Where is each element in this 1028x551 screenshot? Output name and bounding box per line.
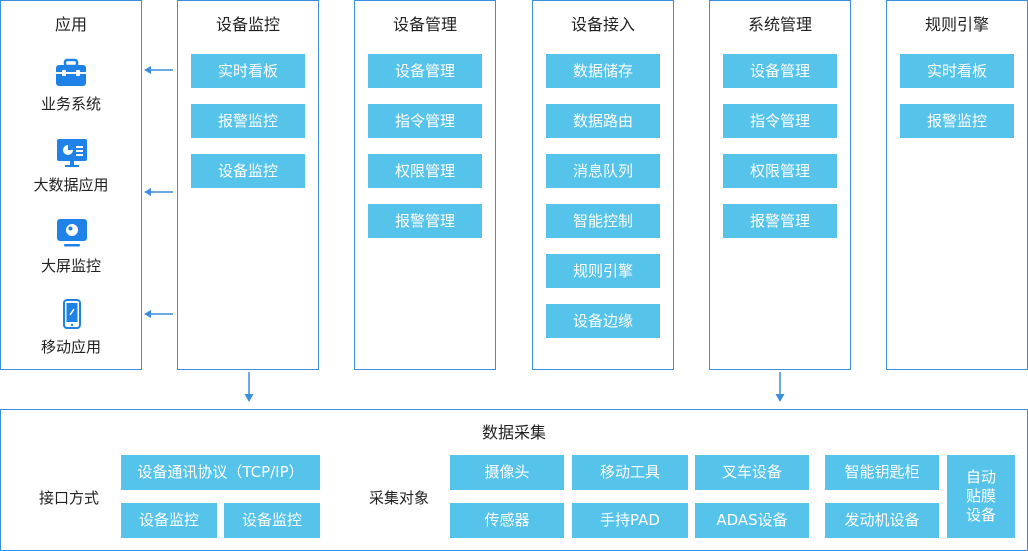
data-storage-button[interactable]: 数据储存 xyxy=(546,54,660,88)
realtime-dashboard-button[interactable]: 实时看板 xyxy=(191,54,305,88)
app-label-bigscreen[interactable]: 大屏监控 xyxy=(40,257,101,275)
data-collection-title: 数据采集 xyxy=(481,423,546,442)
device-management-button[interactable]: 设备管理 xyxy=(368,54,482,88)
arrow-down-2 xyxy=(775,372,785,402)
app-label-business[interactable]: 业务系统 xyxy=(40,95,101,113)
alarm-monitor-button[interactable]: 报警监控 xyxy=(191,104,305,138)
interface-device-monitor-button-1[interactable]: 设备监控 xyxy=(121,503,217,538)
smart-control-button[interactable]: 智能控制 xyxy=(546,204,660,238)
apps-title: 应用 xyxy=(54,15,87,34)
presentation-chart-icon xyxy=(56,138,88,172)
interface-device-monitor-button-2[interactable]: 设备监控 xyxy=(224,503,320,538)
engine-device-button[interactable]: 发动机设备 xyxy=(825,503,939,538)
app-label-mobile[interactable]: 移动应用 xyxy=(40,338,101,356)
arrow-left-1 xyxy=(144,66,173,74)
permission-management-button[interactable]: 权限管理 xyxy=(368,154,482,188)
command-management-button[interactable]: 指令管理 xyxy=(368,104,482,138)
forklift-button[interactable]: 叉车设备 xyxy=(695,455,809,490)
arrow-left-2 xyxy=(144,188,173,196)
re-alarm-monitor-button[interactable]: 报警监控 xyxy=(900,104,1014,138)
protocol-button[interactable]: 设备通讯协议（TCP/IP） xyxy=(121,455,320,490)
system-management-title: 系统管理 xyxy=(747,15,812,34)
device-management-title: 设备管理 xyxy=(392,15,457,34)
sys-command-management-button[interactable]: 指令管理 xyxy=(723,104,837,138)
re-realtime-dashboard-button[interactable]: 实时看板 xyxy=(900,54,1014,88)
mobile-phone-icon xyxy=(63,299,81,333)
sys-alarm-management-button[interactable]: 报警管理 xyxy=(723,204,837,238)
arrow-left-3 xyxy=(144,310,173,318)
message-queue-button[interactable]: 消息队列 xyxy=(546,154,660,188)
adas-device-button[interactable]: ADAS设备 xyxy=(695,503,809,538)
toolbox-icon xyxy=(55,58,87,92)
rule-engine-title: 规则引擎 xyxy=(924,15,989,34)
arrow-down-1 xyxy=(244,372,254,402)
device-access-title: 设备接入 xyxy=(570,15,635,34)
apps-panel: 应用 业务系统 大数据应用 大屏监控 xyxy=(0,0,142,370)
handheld-pad-button[interactable]: 手持PAD xyxy=(572,503,688,538)
smart-key-cabinet-button[interactable]: 智能钥匙柜 xyxy=(825,455,939,490)
device-access-panel: 设备接入 数据储存 数据路由 消息队列 智能控制 规则引擎 设备边缘 xyxy=(532,0,674,370)
sys-device-management-button[interactable]: 设备管理 xyxy=(723,54,837,88)
sys-permission-management-button[interactable]: 权限管理 xyxy=(723,154,837,188)
rule-engine-button[interactable]: 规则引擎 xyxy=(546,254,660,288)
device-monitor-panel: 设备监控 实时看板 报警监控 设备监控 xyxy=(177,0,319,370)
screen-monitor-icon xyxy=(56,218,88,252)
device-management-panel: 设备管理 设备管理 指令管理 权限管理 报警管理 xyxy=(354,0,496,370)
data-routing-button[interactable]: 数据路由 xyxy=(546,104,660,138)
system-management-panel: 系统管理 设备管理 指令管理 权限管理 报警管理 xyxy=(709,0,851,370)
device-edge-button[interactable]: 设备边缘 xyxy=(546,304,660,338)
camera-button[interactable]: 摄像头 xyxy=(450,455,564,490)
mobile-tool-button[interactable]: 移动工具 xyxy=(572,455,688,490)
target-label: 采集对象 xyxy=(369,489,430,507)
rule-engine-panel: 规则引擎 实时看板 报警监控 xyxy=(886,0,1028,370)
interface-label: 接口方式 xyxy=(39,489,100,507)
auto-film-device-button[interactable]: 自动贴膜设备 xyxy=(947,455,1015,538)
app-label-bigdata[interactable]: 大数据应用 xyxy=(33,176,109,194)
alarm-management-button[interactable]: 报警管理 xyxy=(368,204,482,238)
device-monitor-title: 设备监控 xyxy=(215,15,280,34)
sensor-button[interactable]: 传感器 xyxy=(450,503,564,538)
device-monitor-button[interactable]: 设备监控 xyxy=(191,154,305,188)
data-collection-panel: 数据采集 接口方式 设备通讯协议（TCP/IP） 设备监控 设备监控 采集对象 … xyxy=(0,409,1028,551)
